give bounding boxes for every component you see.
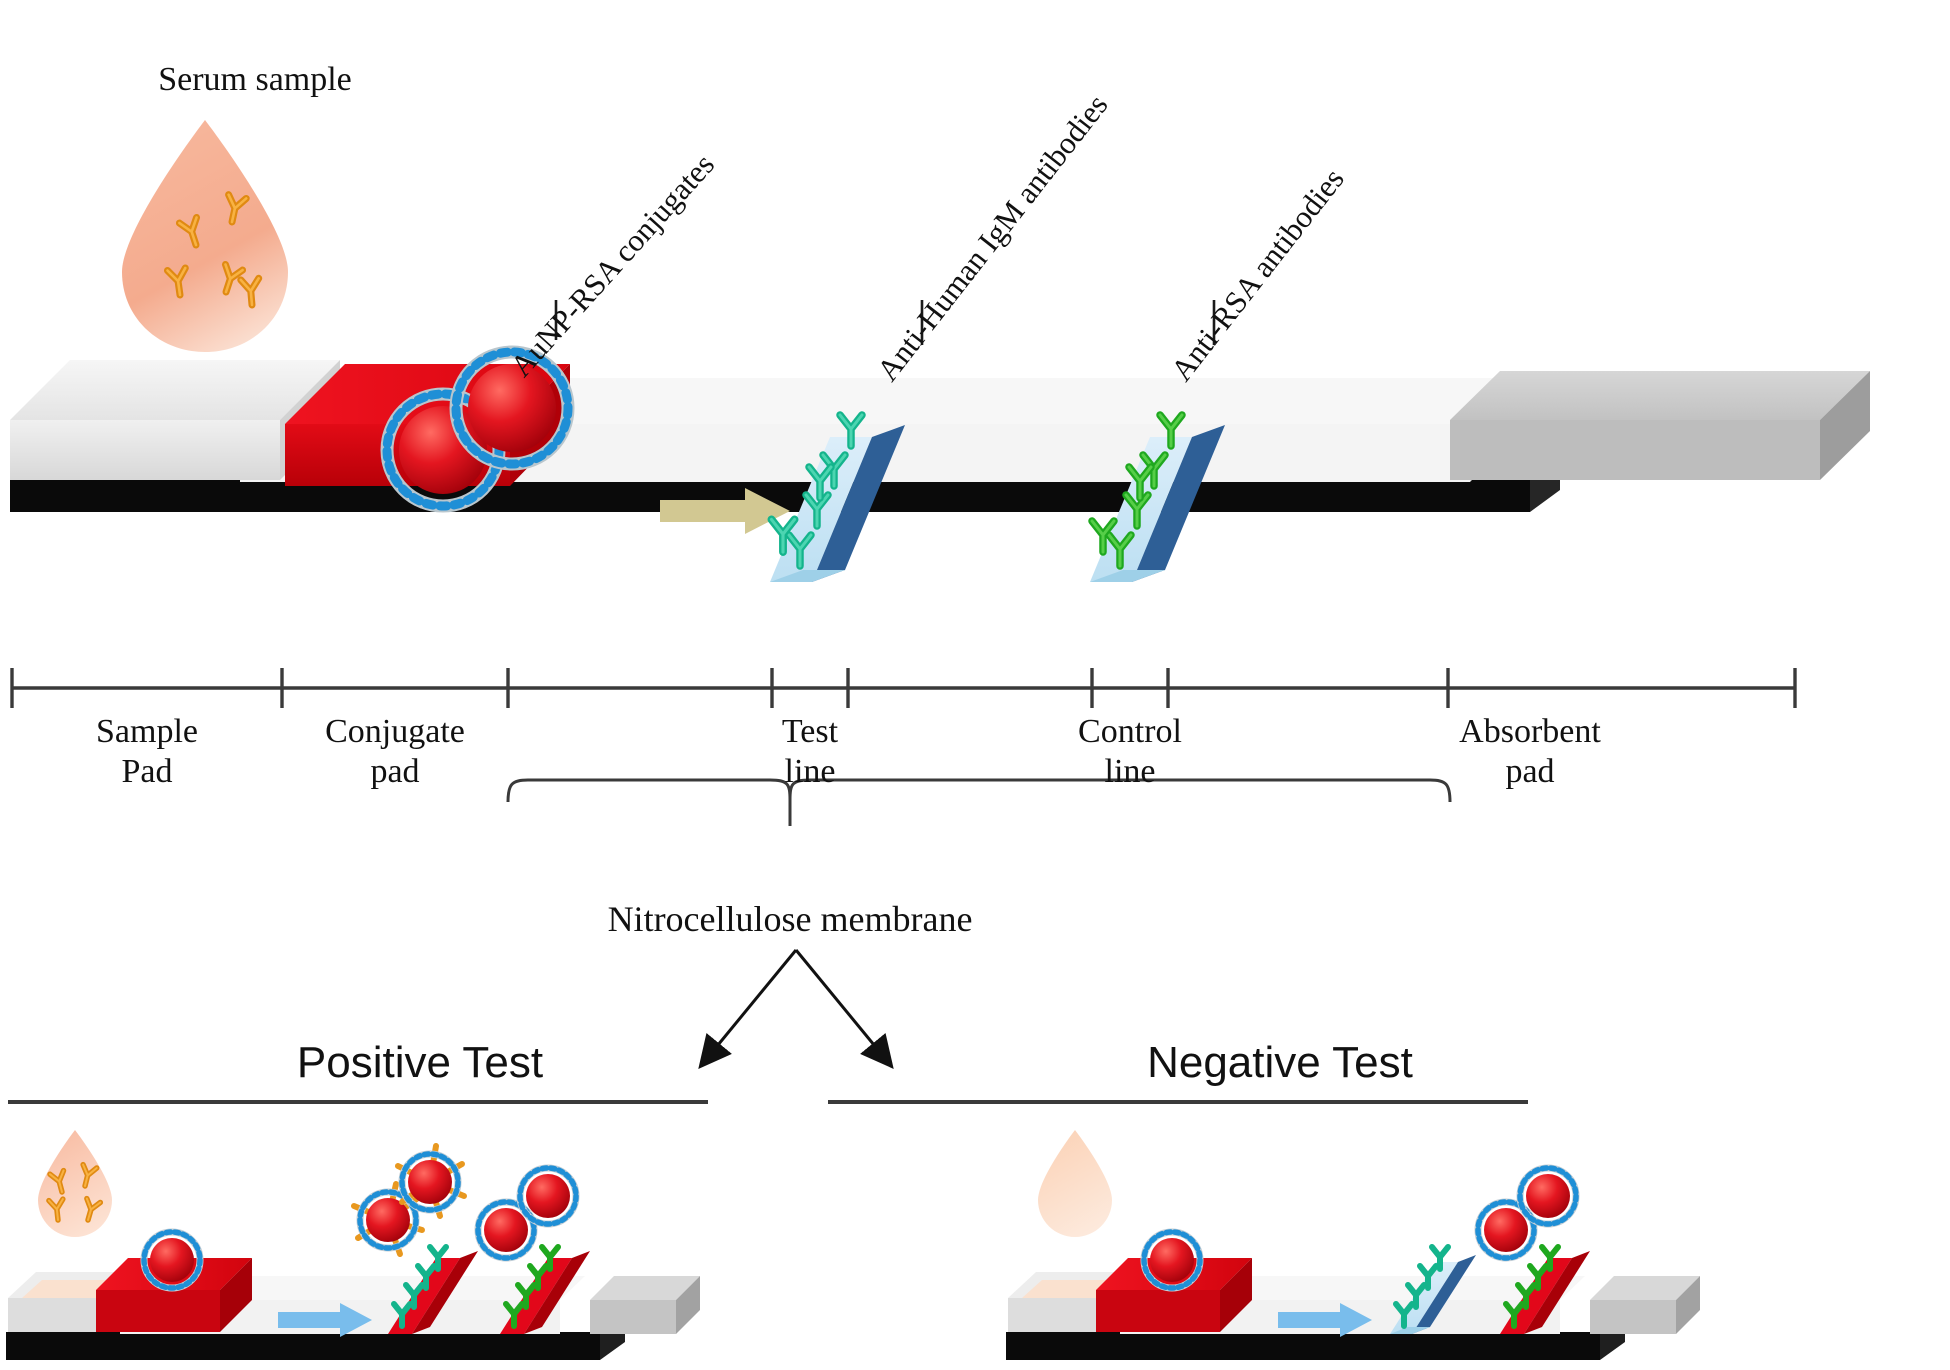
nitrocellulose-brace — [506, 778, 1452, 803]
negative-conjugate-pad — [1096, 1258, 1252, 1332]
positive-control-line-aunp — [474, 1164, 580, 1262]
absorbent-pad-block — [1450, 371, 1870, 480]
negative-flow-arrow-icon — [1278, 1303, 1372, 1337]
negative-test-title: Negative Test — [1147, 1038, 1413, 1087]
negative-backing-card — [1006, 1314, 1625, 1360]
backing-card — [10, 456, 1560, 512]
positive-serum-droplet — [38, 1130, 112, 1237]
positive-control-line-band — [474, 1164, 590, 1334]
label-leader-lines — [554, 300, 1216, 345]
positive-backing-card — [6, 1314, 625, 1360]
ruler-label-sample-pad: Sample Pad — [96, 713, 198, 791]
test-line-antibodies — [771, 415, 862, 566]
positive-membrane — [120, 1276, 585, 1334]
negative-control-line-aunp — [1474, 1164, 1580, 1262]
positive-test-strip — [6, 1130, 700, 1360]
serum-igm-antibodies — [167, 195, 260, 306]
positive-sample-pad — [8, 1272, 148, 1332]
negative-free-aunp — [1140, 1228, 1204, 1292]
positive-test-line-band — [351, 1143, 478, 1334]
positive-control-line-antibodies — [506, 1247, 558, 1326]
positive-test-title: Positive Test — [296, 1038, 544, 1087]
positive-test-line-aunp-igm-complex — [351, 1143, 467, 1257]
negative-sample-pad — [1008, 1272, 1148, 1332]
diagonal-label-conjugate: AuNP-RSA conjugates — [503, 146, 722, 384]
sample-pad-block — [10, 360, 340, 480]
negative-serum-droplet — [1038, 1130, 1112, 1237]
serum-sample-label: Serum sample — [158, 61, 352, 98]
negative-test-strip — [1006, 1130, 1700, 1360]
ruler-label-test-line: Test line — [781, 713, 839, 791]
positive-absorbent-pad — [590, 1276, 700, 1334]
nitrocellulose-membrane — [240, 378, 1515, 482]
diagonal-label-test: Anti-Human IgM antibodies — [869, 87, 1115, 388]
ruler-label-control-line: Control line — [1078, 713, 1182, 791]
negative-membrane — [1120, 1276, 1585, 1334]
negative-test-underline — [828, 1100, 1528, 1104]
negative-control-line-band — [1474, 1164, 1590, 1334]
aunp-rsa-conjugate-particles — [380, 345, 575, 513]
negative-test-line-antibodies — [1396, 1247, 1448, 1326]
test-line-band — [770, 415, 905, 582]
positive-flow-arrow-icon — [278, 1303, 372, 1337]
negative-test-line-band — [1390, 1247, 1476, 1334]
top-strip-diagram — [10, 120, 1870, 582]
control-line-antibodies — [1092, 415, 1182, 566]
diagonal-label-control: Anti-RSA antibodies — [1163, 161, 1351, 388]
positive-free-aunp — [140, 1228, 204, 1292]
positive-test-line-antibodies — [394, 1247, 446, 1326]
positive-conjugate-pad — [96, 1258, 252, 1332]
negative-absorbent-pad — [1590, 1276, 1700, 1334]
ruler-label-absorbent-pad: Absorbent pad — [1459, 713, 1601, 791]
negative-control-line-antibodies — [1506, 1247, 1558, 1326]
positive-test-underline — [8, 1100, 708, 1104]
control-line-band — [1090, 415, 1225, 582]
ruler-label-conjugate-pad: Conjugate pad — [325, 713, 465, 791]
flow-arrow-icon — [660, 488, 790, 534]
serum-sample-droplet — [122, 120, 288, 352]
nitrocellulose-membrane-label: Nitrocellulose membrane — [607, 899, 973, 939]
